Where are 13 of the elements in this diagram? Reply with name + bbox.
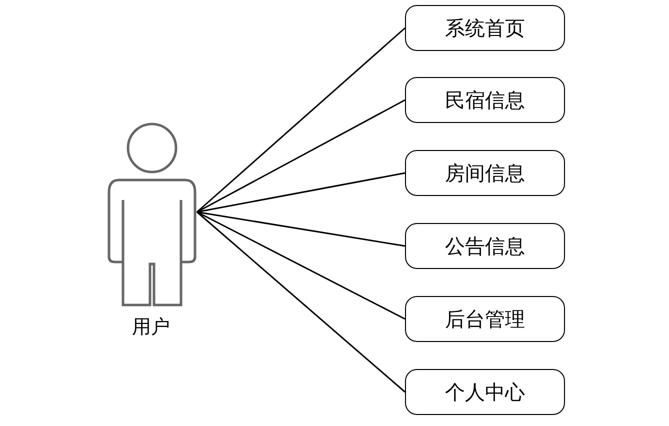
connector-line [196,172,406,213]
use-case-box: 系统首页 [405,5,565,51]
connector-line [196,211,406,320]
connector-line [196,211,406,393]
connector-line [196,211,406,247]
use-case-box: 民宿信息 [405,77,565,123]
connector-line [196,27,406,213]
use-case-box: 个人中心 [405,369,565,415]
use-case-box: 公告信息 [405,223,565,269]
connector-line [196,99,406,213]
person-label: 用户 [131,315,171,339]
use-case-box: 后台管理 [405,296,565,342]
use-case-box: 房间信息 [405,150,565,196]
